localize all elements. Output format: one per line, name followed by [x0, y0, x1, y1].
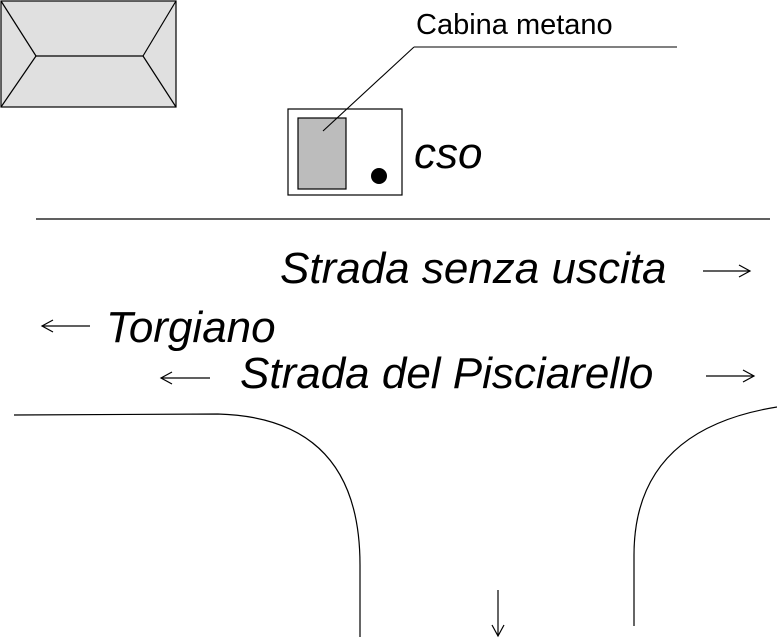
torgiano-label: Torgiano	[106, 303, 276, 352]
gas-cabin-enclosure	[287, 108, 403, 196]
gas-cabin	[297, 117, 347, 190]
arrow-right-pisciarello	[706, 369, 756, 383]
road-edge-southeast	[633, 406, 777, 626]
road-edge-southwest	[13, 413, 361, 637]
arrow-left-torgiano	[40, 319, 90, 333]
cso-label: cso	[414, 129, 483, 178]
cabin-callout-leader	[322, 46, 677, 132]
strada-del-pisciarello-label: Strada del Pisciarello	[240, 349, 654, 398]
arrow-down-side-road	[491, 590, 505, 638]
arrow-left-pisciarello	[159, 371, 210, 385]
building-roof	[0, 0, 177, 108]
cabina-metano-label: Cabina metano	[416, 9, 613, 41]
strada-senza-uscita-label: Strada senza uscita	[280, 244, 667, 293]
cso-marker	[371, 168, 387, 184]
arrow-right-senza-uscita	[703, 264, 752, 278]
